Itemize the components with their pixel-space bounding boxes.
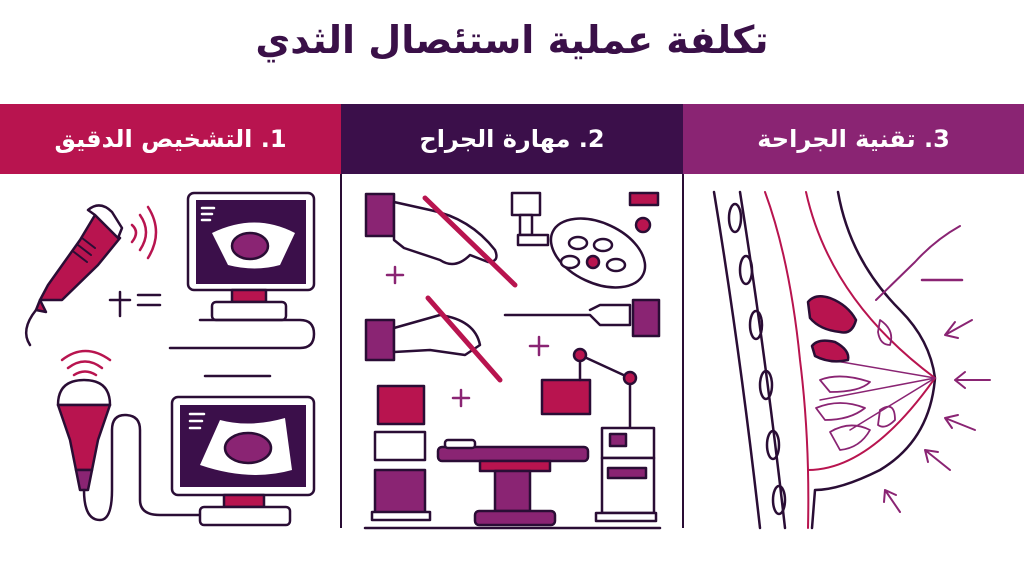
column-headers: 1. التشخيص الدقيق 2. مهارة الجراح 3. تقن… (0, 104, 1024, 174)
lobule-icon (815, 319, 896, 451)
monitor-icon (168, 191, 316, 378)
arrows-pointing-inward-icon (883, 319, 991, 513)
diagnosis-illustration (0, 174, 340, 530)
column-divider (340, 174, 342, 528)
header-surgical-technique-label: 3. تقنية الجراحة (757, 125, 950, 153)
surgeon-skill-illustration (342, 174, 682, 530)
chest-wall-ribs-icon (712, 190, 787, 530)
page-title: تكلفة عملية استئصال الثدي (255, 18, 769, 62)
monitor-icon (170, 395, 316, 527)
electrosurgical-unit-icon (594, 426, 658, 523)
monitor-arm-icon (540, 347, 638, 432)
ultrasound-probe-icon (24, 204, 124, 347)
operating-table-icon (436, 438, 590, 527)
breast-outline-icon (764, 190, 937, 530)
ultrasound-probe-icon (56, 378, 202, 522)
header-diagnosis: 1. التشخيص الدقيق (0, 104, 341, 174)
header-surgeon-skill: 2. مهارة الجراح (341, 104, 683, 174)
header-surgeon-skill-label: 2. مهارة الجراح (419, 125, 605, 153)
hand-with-scalpel-icon (364, 295, 503, 383)
anesthesia-machine-icon (370, 384, 432, 522)
header-surgical-technique: 3. تقنية الجراحة (683, 104, 1024, 174)
surgical-lamp-icon (510, 191, 660, 289)
tumor-icon (806, 294, 858, 363)
hand-with-scalpel-icon (364, 192, 518, 288)
surgical-technique-illustration (684, 174, 1024, 530)
header-diagnosis-label: 1. التشخيص الدقيق (54, 125, 287, 153)
column-divider (682, 174, 684, 528)
